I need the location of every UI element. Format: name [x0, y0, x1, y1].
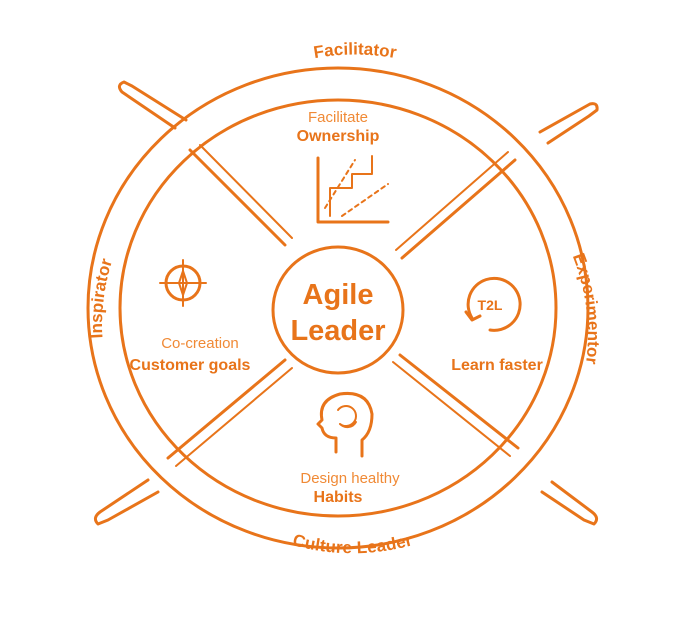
center-hub — [271, 245, 405, 375]
ring-label-bottom: Culture Leader — [291, 530, 415, 557]
wheel-spokes — [166, 144, 520, 467]
top-quadrant-line1: Facilitate — [308, 109, 368, 126]
outer-ring — [86, 66, 590, 550]
head-cycle-icon — [316, 391, 374, 458]
center-title-line2: Leader — [290, 315, 385, 347]
ring-label-top: Facilitator — [312, 40, 398, 63]
right-quadrant-line2: Learn faster — [451, 357, 543, 374]
left-quadrant-line1: Co-creation — [161, 335, 239, 352]
right-quadrant-icon-text: T2L — [478, 297, 503, 313]
top-quadrant-line2: Ownership — [297, 128, 380, 145]
bottom-quadrant-line2: Habits — [314, 489, 363, 506]
chart-icon — [316, 155, 390, 224]
wheel-handles — [93, 80, 599, 526]
cycle-arrow-icon — [464, 276, 522, 332]
left-quadrant-line2: Customer goals — [130, 357, 251, 374]
bottom-quadrant-line1: Design healthy — [300, 470, 400, 487]
ring-label-right: Experimentor — [569, 251, 603, 366]
compass-icon — [159, 259, 207, 307]
center-title-line1: Agile — [303, 279, 374, 311]
inner-ring — [118, 98, 558, 518]
